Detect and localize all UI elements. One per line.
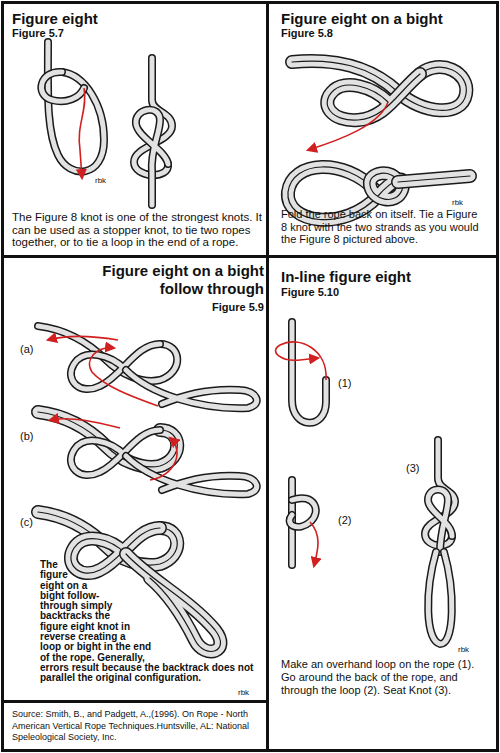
rope <box>290 498 316 527</box>
rope <box>428 490 452 553</box>
panel-body: Fold the rope back on itself. Tie a Figu… <box>281 208 486 246</box>
panel-heading: Figure eight <box>12 10 252 28</box>
rope <box>398 176 470 182</box>
panel-body: Make an overhand loop on the rope (1). G… <box>281 658 491 697</box>
panel-body: The Figure 8 knot is one of the stronges… <box>12 211 262 249</box>
direction-arrow <box>48 336 118 340</box>
figure-number: Figure 5.7 <box>12 27 212 40</box>
rope <box>41 72 84 101</box>
step-label: (a) <box>20 343 33 356</box>
source-citation: Source: Smith, B., and Padgett, A.,(1996… <box>12 709 274 744</box>
rope <box>136 110 168 205</box>
outer-frame <box>3 3 498 751</box>
direction-arrow <box>310 522 318 566</box>
rope <box>398 176 470 182</box>
artist-credit: rbk <box>238 688 249 698</box>
rope <box>290 498 316 527</box>
rope <box>126 554 220 651</box>
step-label: (c) <box>20 516 33 529</box>
artist-credit: rbk <box>95 176 106 186</box>
rope <box>126 554 220 651</box>
rope-inline-step-1 <box>276 322 327 423</box>
step-label: (3) <box>406 462 419 475</box>
rope-follow-through-a <box>38 326 257 408</box>
rope <box>126 456 257 494</box>
step-label: (1) <box>338 377 351 390</box>
direction-arrow <box>50 419 120 428</box>
direction-arrow <box>79 88 85 178</box>
rope <box>48 42 104 172</box>
figure-number: Figure 5.9 <box>150 301 264 314</box>
rope <box>428 552 452 644</box>
panel-heading: Figure eight on a bight follow through <box>88 262 264 298</box>
rope <box>292 322 326 423</box>
rope <box>48 42 104 172</box>
rope <box>126 370 257 408</box>
artist-credit: rbk <box>452 198 463 208</box>
rope <box>136 110 168 205</box>
step-label: (b) <box>20 430 33 443</box>
step-label: (2) <box>338 514 351 527</box>
rope <box>126 370 257 408</box>
artist-credit: rbk <box>458 645 469 655</box>
rope <box>292 322 326 423</box>
rope-figure-eight-tying <box>41 42 104 178</box>
rope-follow-through-b <box>38 412 257 494</box>
rope <box>327 74 420 120</box>
rope <box>327 74 420 120</box>
rope-inline-knot <box>425 440 455 644</box>
figure-number: Figure 5.10 <box>281 286 481 299</box>
panel-heading: In-line figure eight <box>281 268 491 286</box>
direction-arrow <box>308 102 388 150</box>
rope <box>41 72 84 101</box>
rope <box>126 456 257 494</box>
rope <box>126 554 220 651</box>
panel-heading: Figure eight on a bight <box>281 10 491 28</box>
rope-figure-eight-knot <box>134 58 172 205</box>
figure-panel: Figure eight on a bightFigure 5.8Fold th… <box>266 1 499 258</box>
panel-body: The figure eight on a bight follow-throu… <box>40 560 265 684</box>
figure-panel: Figure eightFigure 5.7The Figure 8 knot … <box>1 1 269 258</box>
rope <box>428 490 452 553</box>
figure-panel: Figure eight on a bight follow throughFi… <box>1 255 269 703</box>
rope-inline-step-2 <box>290 480 318 566</box>
direction-arrow <box>276 342 327 380</box>
figure-panel: In-line figure eightFigure 5.10Make an o… <box>266 255 499 752</box>
rope <box>428 552 452 644</box>
figure-number: Figure 5.8 <box>281 27 481 40</box>
direction-arrow <box>150 438 177 480</box>
rope <box>327 74 420 120</box>
rope <box>398 176 470 182</box>
text-wrap-shape <box>80 560 265 655</box>
direction-arrow <box>89 348 158 406</box>
rope-bight-tying <box>292 61 466 150</box>
